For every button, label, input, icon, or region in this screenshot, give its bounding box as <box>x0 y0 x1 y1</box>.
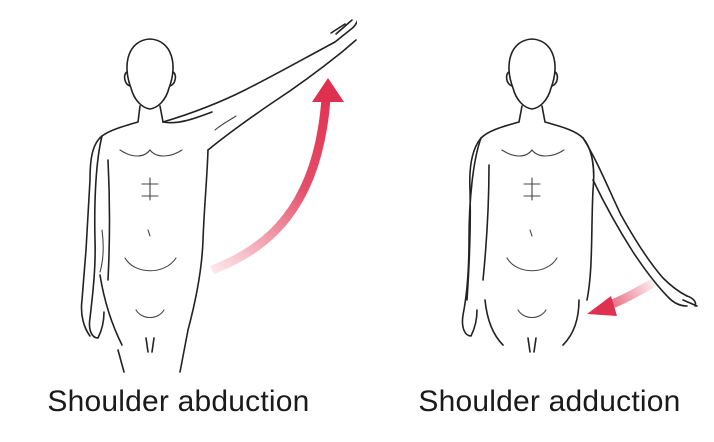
head <box>125 39 176 109</box>
torso <box>467 106 594 352</box>
head <box>507 39 558 109</box>
adduction-caption: Shoulder adduction <box>357 385 714 419</box>
abduction-caption: Shoulder abduction <box>0 385 357 419</box>
adduction-arrow <box>587 283 653 316</box>
adducting-arm <box>583 138 697 306</box>
abduction-arrow <box>212 78 344 270</box>
lowered-arm <box>89 136 109 338</box>
adduction-figure <box>357 0 714 442</box>
adduction-panel: Shoulder adduction <box>357 0 714 442</box>
abduction-panel: Shoulder abduction <box>0 0 357 442</box>
abduction-figure <box>0 0 357 442</box>
